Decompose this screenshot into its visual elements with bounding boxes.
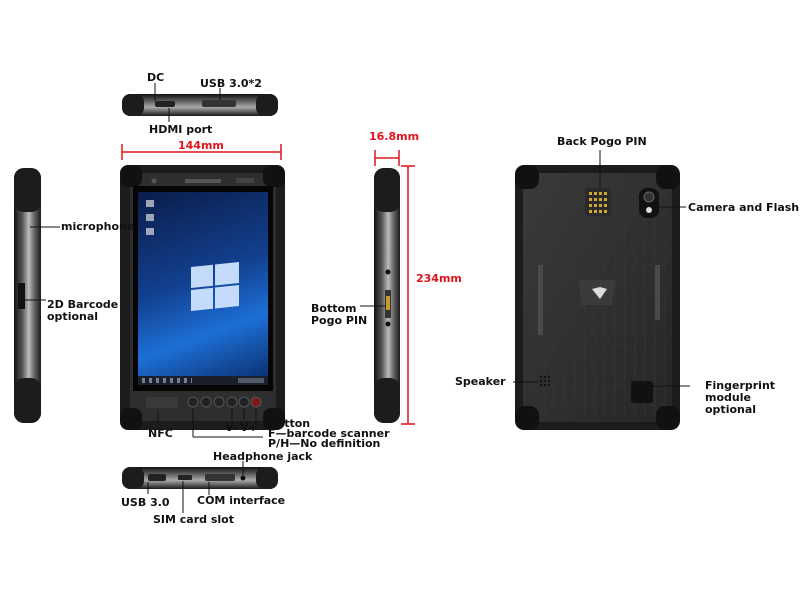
f-key-label: F—barcode scanner xyxy=(268,427,390,440)
side-pogo-pins-icon xyxy=(386,296,390,310)
back-view xyxy=(513,150,690,430)
depth-dimension-label: 16.8mm xyxy=(369,130,420,143)
dc-port-icon xyxy=(155,101,175,107)
volume-minus-label: V- xyxy=(225,421,238,434)
microphone-label: microphone xyxy=(61,220,135,233)
fingerprint-sensor-icon xyxy=(631,381,653,403)
windows-logo xyxy=(146,200,239,311)
right-side-view xyxy=(360,168,400,423)
com-interface-label: COM interface xyxy=(197,494,286,507)
fingerprint-label: Fingerprint module optional xyxy=(705,379,776,416)
usb-ports-icon xyxy=(202,100,236,107)
button-label: Button xyxy=(268,417,311,430)
brand-logo xyxy=(185,179,221,183)
speaker-label: Speaker xyxy=(455,375,506,388)
bottom-pogo-label: Bottom Pogo PIN xyxy=(311,302,368,327)
usb-top-label: USB 3.0*2 xyxy=(200,77,262,90)
power-button-icon xyxy=(250,396,262,408)
headphone-jack-label: Headphone jack xyxy=(213,450,313,463)
height-dimension xyxy=(401,165,415,425)
usb-bottom-label: USB 3.0 xyxy=(121,496,170,509)
speaker-grille-icon xyxy=(539,375,551,387)
width-dimension-label: 144mm xyxy=(178,139,224,152)
bottom-edge-view xyxy=(122,461,278,513)
left-side-view xyxy=(14,168,60,423)
back-pogo-label: Back Pogo PIN xyxy=(557,135,647,148)
diamond-logo-icon xyxy=(592,287,607,299)
ph-key-label: P/H—No definition xyxy=(268,437,381,450)
flash-icon xyxy=(646,207,652,213)
sim-slot-label: SIM card slot xyxy=(153,513,234,526)
barcode-window-icon xyxy=(18,283,25,309)
width-dimension xyxy=(121,144,282,160)
front-camera-icon xyxy=(151,178,157,184)
nfc-area-icon xyxy=(146,397,178,408)
taskbar-clock xyxy=(238,378,264,383)
camera-flash-label: Camera and Flash xyxy=(688,201,800,214)
front-screen xyxy=(138,192,268,385)
volume-plus-label: V+ xyxy=(240,421,258,434)
taskbar xyxy=(138,376,268,385)
camera-lens xyxy=(643,191,655,203)
height-dimension-label: 234mm xyxy=(416,272,462,285)
dc-label: DC xyxy=(147,71,165,84)
pogo-pin-array xyxy=(589,192,607,213)
hdmi-label: HDMI port xyxy=(149,123,213,136)
nfc-label: NFC xyxy=(148,427,173,440)
depth-dimension xyxy=(374,150,400,166)
taskbar-icons xyxy=(142,378,192,383)
top-edge-view xyxy=(122,83,278,122)
barcode-2d-label: 2D Barcode optional xyxy=(47,298,119,323)
